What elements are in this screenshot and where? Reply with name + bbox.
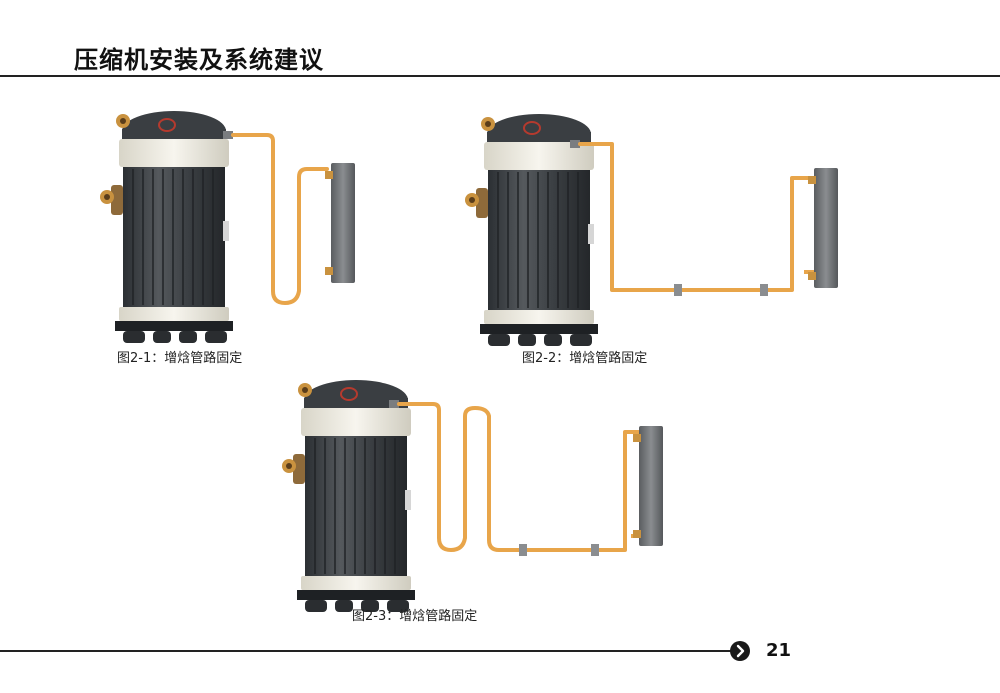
figure-1-caption: 图2-1：增焓管路固定 <box>117 351 243 366</box>
figure-1-diagram <box>95 95 365 344</box>
header-divider <box>0 75 1000 77</box>
chevron-right-circle-icon <box>730 641 750 661</box>
figure-3-diagram <box>275 370 675 613</box>
figure-2-caption: 图2-2：增焓管路固定 <box>522 351 648 366</box>
page-title: 压缩机安装及系统建议 <box>74 46 324 74</box>
footer-divider <box>0 650 736 652</box>
page-number: 21 <box>766 640 792 661</box>
figure-2-diagram <box>452 100 852 347</box>
figure-3-caption: 图2-3：增焓管路固定 <box>352 609 478 624</box>
